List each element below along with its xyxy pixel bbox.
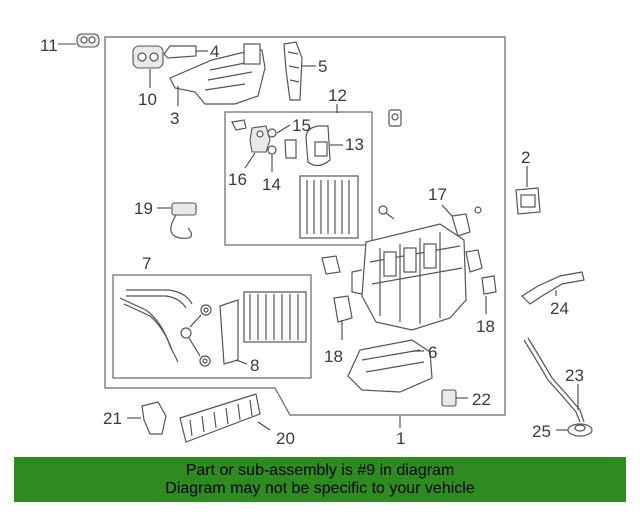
callout-8: 8	[250, 356, 259, 375]
part-3-duct	[169, 43, 266, 106]
screw	[378, 205, 395, 220]
part-19-sensor	[157, 202, 197, 239]
part-18-servo-left	[321, 255, 353, 340]
part-9-o-rings	[180, 304, 212, 367]
part-24-drain-hose	[521, 271, 585, 305]
part-21-bracket	[127, 401, 167, 435]
callout-25: 25	[532, 422, 551, 441]
part-8-heater-core	[219, 291, 307, 365]
part-1-heater-unit	[351, 223, 467, 331]
callout-24: 24	[550, 299, 569, 318]
part-12-evaporator-group	[231, 104, 359, 239]
part-23-hose	[523, 337, 585, 423]
subassembly-box-7	[112, 274, 312, 379]
parts-diagram: 11 4 5 10 3 12 15 13 16 14 19 2 17 7 8 1…	[40, 33, 593, 448]
part-22-clip	[441, 389, 468, 407]
callout-2: 2	[521, 148, 530, 167]
banner-line-2: Diagram may not be specific to your vehi…	[165, 479, 475, 497]
callout-12: 12	[328, 86, 347, 105]
callout-20: 20	[276, 429, 295, 448]
banner-line-1: Part or sub-assembly is #9 in diagram	[185, 461, 455, 479]
callout-6: 6	[428, 343, 437, 362]
part-20-filter	[179, 393, 271, 443]
part-7-heater-pipes	[119, 289, 193, 363]
part-12-clip	[388, 109, 402, 127]
callout-10: 10	[138, 90, 157, 109]
callout-15: 15	[292, 116, 311, 135]
callout-18-left: 18	[324, 347, 343, 366]
callout-13: 13	[345, 135, 364, 154]
callout-5: 5	[318, 57, 327, 76]
part-5-duct	[283, 41, 316, 101]
info-banner: Part or sub-assembly is #9 in diagram Di…	[14, 457, 626, 502]
callout-14: 14	[262, 175, 281, 194]
part-4-bracket	[163, 45, 208, 59]
callout-16: 16	[228, 170, 247, 189]
part-17-damper-servo	[441, 204, 482, 237]
callout-4: 4	[210, 42, 219, 61]
part-18-servo-right	[465, 249, 497, 314]
part-6-duct	[347, 339, 433, 393]
part-10-seal	[132, 45, 164, 88]
callout-22: 22	[472, 390, 491, 409]
part-25-grommet	[556, 423, 593, 437]
callout-18-right: 18	[476, 317, 495, 336]
main-assembly-outline	[104, 36, 506, 416]
callout-11: 11	[40, 36, 58, 55]
callout-7: 7	[142, 254, 151, 273]
callout-1: 1	[396, 429, 405, 448]
part-2-servo	[515, 166, 541, 215]
callout-19: 19	[134, 199, 153, 218]
callout-17: 17	[428, 185, 447, 204]
callout-21: 21	[103, 409, 122, 428]
callout-23: 23	[565, 366, 584, 385]
subassembly-box-12	[224, 111, 373, 246]
callout-3: 3	[170, 109, 179, 128]
part-11-grommet	[58, 33, 100, 48]
